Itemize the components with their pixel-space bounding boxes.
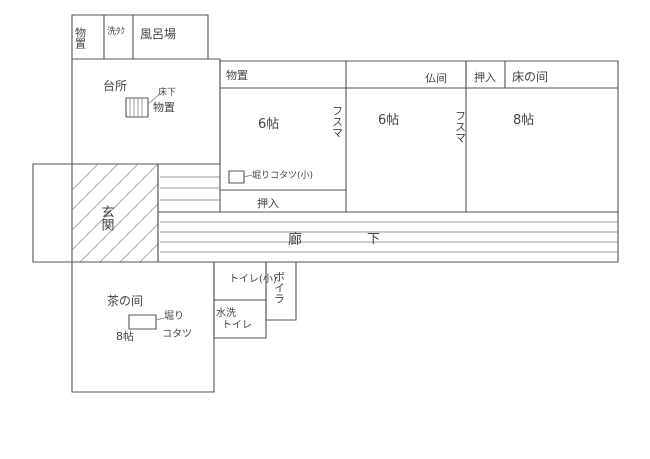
kotatsu-label-2: コタツ bbox=[162, 328, 192, 340]
room-right-size-label: 8帖 bbox=[513, 113, 534, 128]
kotatsu-small-symbol bbox=[228, 170, 245, 184]
partition-2-label: フスマ bbox=[454, 110, 467, 143]
underfloor-storage-label: 物置 bbox=[153, 100, 175, 114]
washer-label: 洗ﾀｸ bbox=[107, 25, 125, 37]
corridor-outline bbox=[157, 211, 619, 263]
corridor-label-1: 廊 bbox=[288, 231, 302, 248]
room-left-closet-label: 押入 bbox=[257, 196, 279, 210]
tea-room: 茶の间 8帖 堀り コタツ bbox=[71, 261, 215, 393]
room-left-storage-label: 物置 bbox=[226, 68, 248, 82]
alcove-label: 床の间 bbox=[512, 70, 548, 84]
corridor-label-2: 下 bbox=[367, 232, 380, 247]
room-right-closet-label: 押入 bbox=[474, 70, 496, 84]
entrance: 玄関 bbox=[71, 163, 159, 263]
storage-top-label: 物置 bbox=[74, 26, 87, 49]
entrance-hatching bbox=[72, 164, 158, 262]
kitchen-label: 台所 bbox=[103, 78, 127, 93]
underfloor-storage-symbol bbox=[125, 97, 149, 118]
kotatsu-label-1: 堀り bbox=[164, 310, 184, 322]
kotatsu-symbol bbox=[128, 314, 157, 330]
flush-toilet-label-2: トイレ bbox=[222, 320, 252, 331]
entrance-label: 玄関 bbox=[99, 205, 115, 232]
toilet-small-label: トイレ(小) bbox=[229, 273, 277, 285]
utility-rooms: トイレ(小) ボイラ 水洗 トイレ bbox=[213, 261, 297, 339]
porch bbox=[32, 163, 73, 263]
underfloor-label: 床下 bbox=[158, 86, 176, 98]
boiler-label: ボイラ bbox=[273, 271, 286, 304]
room-middle-size-label: 6帖 bbox=[378, 113, 399, 128]
kitchen: 台所 床下 物置 bbox=[71, 58, 221, 165]
main-rooms-outline bbox=[219, 60, 619, 213]
tea-room-outline bbox=[71, 261, 215, 393]
flush-toilet-label-1: 水洗 bbox=[216, 307, 236, 319]
partition-1-label: フスマ bbox=[331, 105, 344, 138]
top-strip: 物置 洗ﾀｸ 風呂場 bbox=[71, 14, 209, 60]
room-left-size-label: 6帖 bbox=[258, 117, 279, 132]
boiler-outline bbox=[265, 261, 297, 321]
corridor: 廊 下 bbox=[157, 163, 619, 263]
main-rooms: 物置 6帖 堀りコタツ(小) 押入 フスマ 6帖 フスマ 仏间 押入 床の间 8… bbox=[219, 60, 619, 213]
kitchen-outline bbox=[71, 58, 221, 165]
tea-room-label: 茶の间 bbox=[107, 293, 143, 308]
tea-room-size-label: 8帖 bbox=[116, 330, 134, 343]
kotatsu-small-label: 堀りコタツ(小) bbox=[252, 170, 313, 181]
bath-label: 風呂場 bbox=[140, 27, 176, 41]
altar-label: 仏间 bbox=[425, 72, 447, 85]
